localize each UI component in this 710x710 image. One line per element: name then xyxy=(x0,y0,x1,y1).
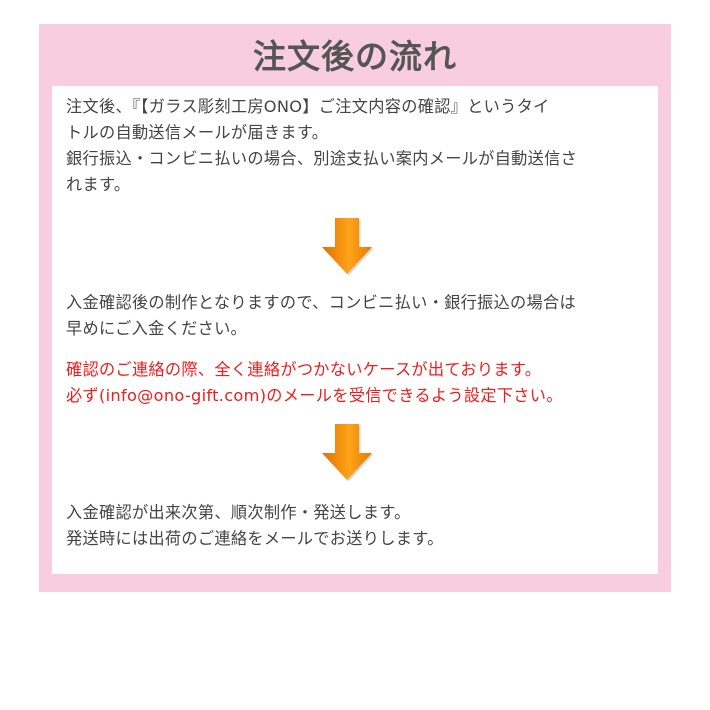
arrow-down-icon xyxy=(322,424,374,482)
content-box: 注文後、『【ガラス彫刻工房ONO】ご注文内容の確認』というタイ トルの自動送信メ… xyxy=(52,86,658,574)
order-flow-panel: 注文後の流れ 注文後、『【ガラス彫刻工房ONO】ご注文内容の確認』というタイ ト… xyxy=(39,24,671,592)
arrow-down-icon xyxy=(322,218,374,276)
step-2-text: 入金確認後の制作となりますので、コンビニ払い・銀行振込の場合は 早めにご入金くだ… xyxy=(66,293,576,338)
step-3-text: 入金確認が出来次第、順次制作・発送します。 発送時には出荷のご連絡をメールでお送… xyxy=(66,503,444,548)
page-title: 注文後の流れ xyxy=(253,37,457,76)
step-1-text: 注文後、『【ガラス彫刻工房ONO】ご注文内容の確認』というタイ トルの自動送信メ… xyxy=(66,97,578,194)
warning-text: 確認のご連絡の際、全く連絡がつかないケースが出ております。 必ず(info@on… xyxy=(66,360,563,405)
